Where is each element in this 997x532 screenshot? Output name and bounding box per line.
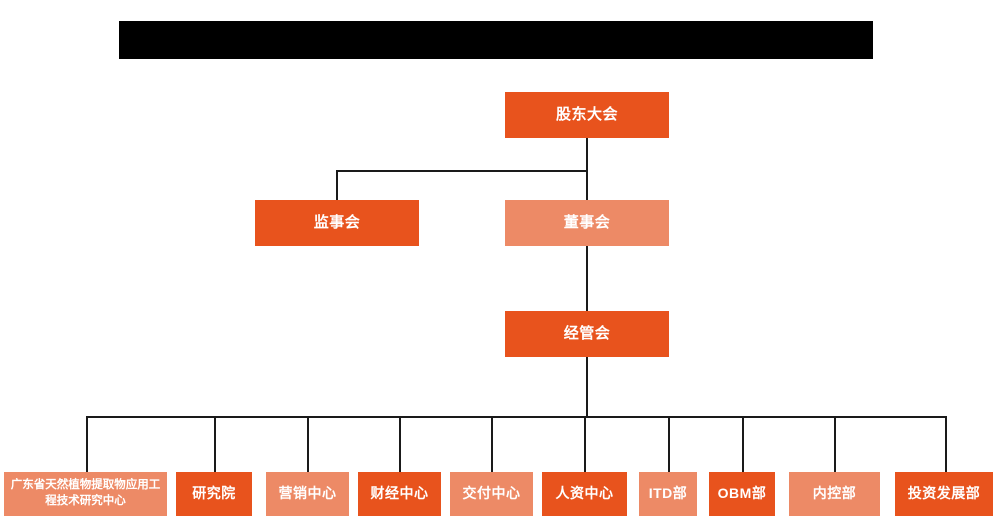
- node-shareholders[interactable]: 股东大会: [505, 92, 669, 138]
- node-supervisors-label: 监事会: [313, 213, 361, 231]
- connector-shareholders-down: [586, 138, 588, 171]
- connector-drop-marketing: [307, 416, 309, 472]
- connector-drop-delivery: [491, 416, 493, 472]
- node-supervisors[interactable]: 监事会: [255, 200, 419, 246]
- connector-level2-bar: [336, 170, 587, 172]
- connector-directors-drop: [586, 170, 588, 200]
- node-internal-control[interactable]: 内控部: [789, 472, 880, 516]
- node-itd-label: ITD部: [648, 485, 688, 502]
- connector-directors-to-management: [586, 246, 588, 311]
- node-shareholders-label: 股东大会: [555, 105, 618, 123]
- node-directors[interactable]: 董事会: [505, 200, 669, 246]
- node-research-center-label: 广东省天然植物提取物应用工程技术研究中心: [10, 479, 161, 507]
- node-delivery-label: 交付中心: [462, 485, 521, 502]
- node-delivery[interactable]: 交付中心: [450, 472, 533, 516]
- node-finance-label: 财经中心: [370, 485, 429, 502]
- node-obm[interactable]: OBM部: [709, 472, 775, 516]
- connector-supervisors-drop: [336, 170, 338, 200]
- connector-drop-itd: [668, 416, 670, 472]
- node-internal-control-label: 内控部: [812, 485, 857, 502]
- node-obm-label: OBM部: [717, 485, 767, 502]
- node-itd[interactable]: ITD部: [639, 472, 697, 516]
- node-institute[interactable]: 研究院: [176, 472, 252, 516]
- connector-drop-investment: [945, 416, 947, 472]
- connector-drop-hr: [584, 416, 586, 472]
- node-management-label: 经管会: [563, 324, 611, 342]
- redacted-title-bar: [119, 21, 873, 59]
- node-investment[interactable]: 投资发展部: [895, 472, 993, 516]
- node-investment-label: 投资发展部: [907, 485, 981, 502]
- node-management[interactable]: 经管会: [505, 311, 669, 357]
- connector-departments-bar: [86, 416, 946, 418]
- connector-drop-obm: [742, 416, 744, 472]
- connector-management-down: [586, 357, 588, 417]
- connector-drop-institute: [214, 416, 216, 472]
- node-marketing[interactable]: 营销中心: [266, 472, 349, 516]
- node-directors-label: 董事会: [563, 213, 611, 231]
- connector-drop-research-center: [86, 416, 88, 472]
- node-hr[interactable]: 人资中心: [542, 472, 627, 516]
- node-finance[interactable]: 财经中心: [358, 472, 441, 516]
- connector-drop-internal-control: [834, 416, 836, 472]
- node-research-center[interactable]: 广东省天然植物提取物应用工程技术研究中心: [4, 472, 167, 516]
- node-marketing-label: 营销中心: [278, 485, 337, 502]
- node-hr-label: 人资中心: [555, 485, 614, 502]
- connector-drop-finance: [399, 416, 401, 472]
- node-institute-label: 研究院: [192, 485, 236, 502]
